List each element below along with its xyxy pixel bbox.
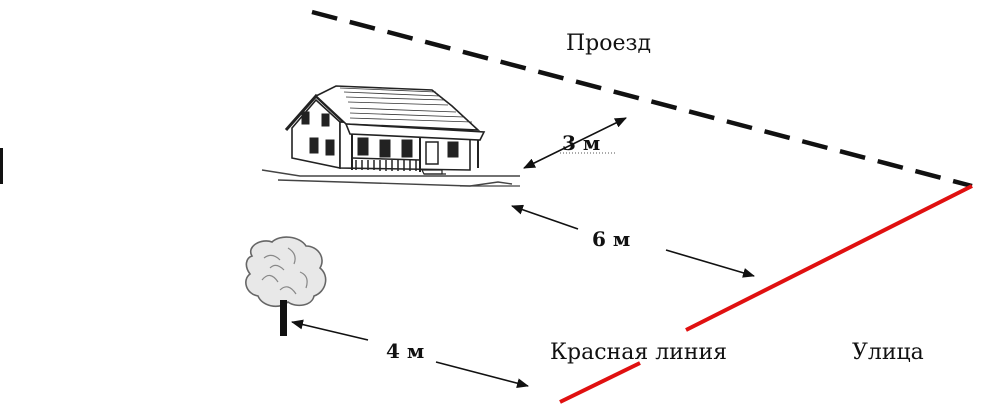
dimension-arrow-6m-right bbox=[665, 249, 755, 278]
label-ulitsa: Улица bbox=[852, 340, 924, 365]
dimension-arrow-4m-right bbox=[435, 361, 529, 389]
left-edge-mark bbox=[0, 148, 3, 184]
tree-icon bbox=[245, 236, 327, 336]
red-line-segment-lower bbox=[559, 361, 641, 404]
house-icon bbox=[261, 85, 520, 187]
proezd-boundary-line bbox=[311, 9, 973, 189]
label-krasnaya-liniya: Красная линия bbox=[550, 340, 727, 365]
dimension-label-4m: 4 м bbox=[386, 339, 424, 363]
dimension-arrow-4m-left bbox=[291, 319, 369, 341]
dimension-arrow-3m bbox=[523, 117, 627, 169]
red-line-segment-upper bbox=[685, 184, 973, 332]
dimension-arrow-6m-left bbox=[511, 204, 579, 230]
dimension-label-6m: 6 м bbox=[592, 227, 630, 251]
dimension-label-3m: 3 м bbox=[562, 131, 600, 155]
label-proezd: Проезд bbox=[566, 31, 651, 56]
